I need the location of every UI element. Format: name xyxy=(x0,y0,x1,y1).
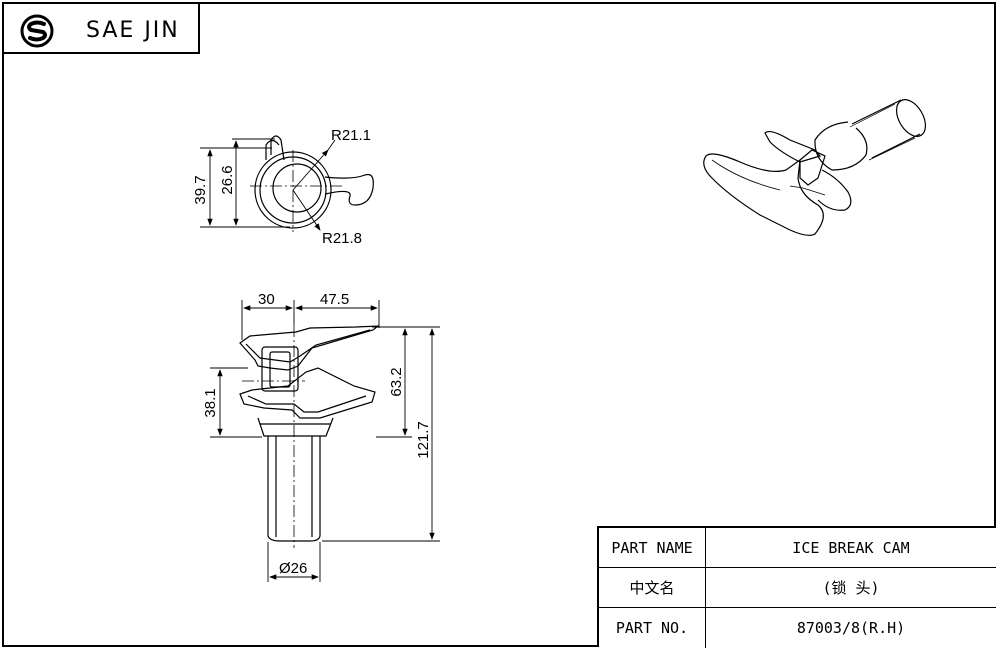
sae-jin-logo-icon xyxy=(20,14,54,48)
part-no-value: 87003/8(R.H) xyxy=(796,619,906,637)
dim-38-1: 38.1 xyxy=(202,388,219,417)
dim-30: 30 xyxy=(258,291,275,308)
chinese-name-label: 中文名 xyxy=(599,568,706,607)
part-no-label: PART NO. xyxy=(599,608,706,648)
dim-r21-8: R21.8 xyxy=(322,230,362,247)
top-view-dimensions xyxy=(200,138,336,231)
logo-box: SAE JIN xyxy=(4,4,200,54)
dim-r21-1: R21.1 xyxy=(331,127,371,144)
dim-dia-26: Ø26 xyxy=(279,560,307,577)
dim-63-2: 63.2 xyxy=(388,367,405,396)
chinese-name-value: (锁 头) xyxy=(822,579,880,597)
top-view xyxy=(250,135,374,232)
dim-47-5: 47.5 xyxy=(320,291,349,308)
front-view xyxy=(239,325,380,548)
title-row-part-no: PART NO. 87003/8(R.H) xyxy=(599,608,996,648)
dim-121-7: 121.7 xyxy=(415,421,432,459)
part-name-label: PART NAME xyxy=(599,528,706,567)
dim-26-6: 26.6 xyxy=(219,165,236,194)
dim-39-7: 39.7 xyxy=(192,175,209,204)
title-row-chinese-name: 中文名 (锁 头) xyxy=(599,568,996,608)
title-block: PART NAME ICE BREAK CAM 中文名 (锁 头) PART N… xyxy=(597,526,996,648)
isometric-view xyxy=(703,99,927,236)
company-name: SAE JIN xyxy=(86,18,180,43)
front-view-dimensions xyxy=(210,300,440,582)
part-name-value: ICE BREAK CAM xyxy=(792,538,910,557)
title-row-part-name: PART NAME ICE BREAK CAM xyxy=(599,528,996,568)
